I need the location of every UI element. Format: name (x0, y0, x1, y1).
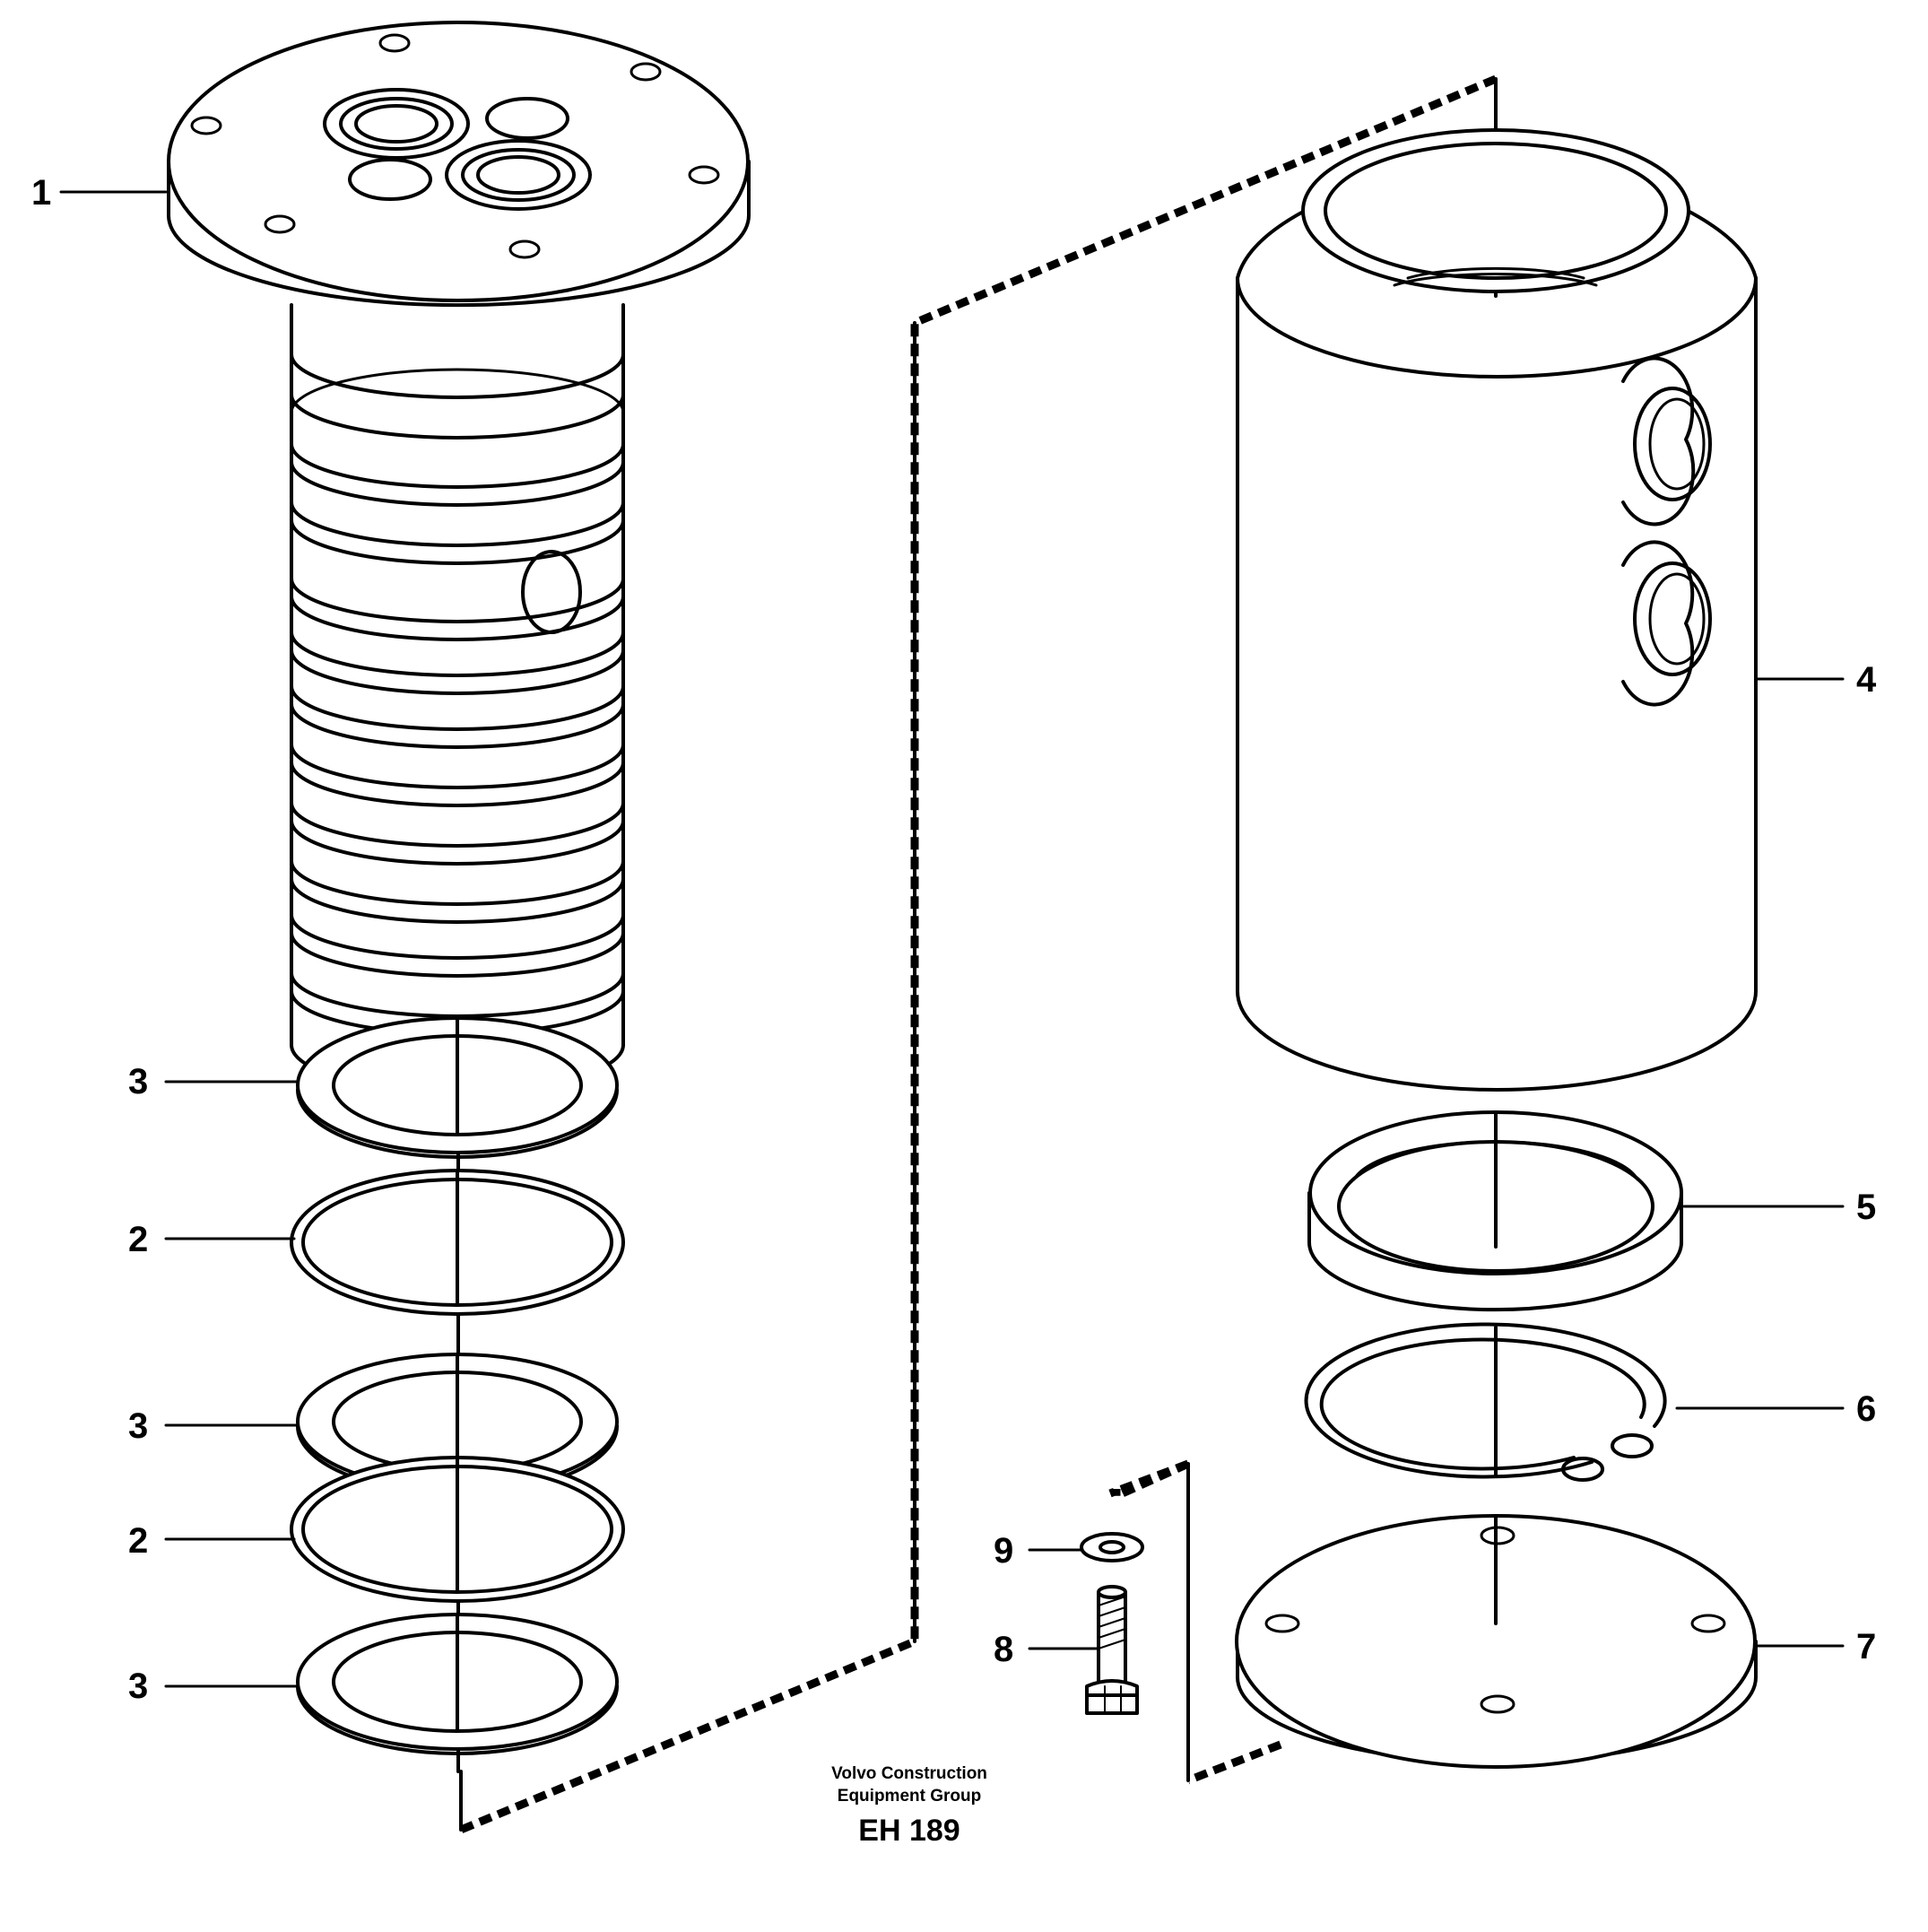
callout-7: 7 (1856, 1627, 1876, 1667)
caption-line-2: Equipment Group (838, 1787, 981, 1806)
flange-top-face (167, 21, 750, 302)
part-3c-washer (296, 1613, 619, 1755)
part-9-small-washer (1080, 1532, 1144, 1562)
diagram-caption: Volvo Construction Equipment Group EH 18… (831, 1764, 987, 1848)
part-6-snap-ring (1304, 1322, 1667, 1482)
callout-1: 1 (31, 173, 51, 213)
spool-lands (290, 352, 625, 1036)
flange-ports (323, 88, 592, 211)
flange-bolt-holes (190, 33, 720, 259)
part-2b-oring (290, 1456, 625, 1603)
callout-5: 5 (1856, 1188, 1876, 1227)
callout-3b: 3 (128, 1406, 148, 1446)
callout-2a: 2 (128, 1220, 148, 1259)
callout-labels: 1 3 2 3 2 3 4 5 6 7 8 9 (31, 173, 1877, 1706)
part-7-cover-plate (1235, 1514, 1758, 1769)
callout-9: 9 (994, 1531, 1013, 1571)
housing-side-ports (1621, 356, 1712, 707)
callout-8: 8 (994, 1630, 1013, 1669)
callout-3c: 3 (128, 1667, 148, 1706)
callout-6: 6 (1856, 1389, 1876, 1429)
callout-3a: 3 (128, 1062, 148, 1101)
part-2a-oring (290, 1169, 625, 1316)
leader-lines (59, 190, 1845, 1688)
part-5-ring (1307, 1110, 1683, 1312)
spool-side-port (521, 550, 582, 634)
part-4-housing (1236, 128, 1758, 1092)
part-1-flange-spool (167, 21, 751, 1773)
caption-line-1: Volvo Construction (831, 1764, 987, 1783)
caption-code: EH 189 (858, 1814, 960, 1848)
part-8-bolt (1085, 1585, 1139, 1715)
part-3a-washer (296, 1016, 619, 1159)
callout-4: 4 (1856, 660, 1877, 700)
callout-2b: 2 (128, 1521, 148, 1561)
